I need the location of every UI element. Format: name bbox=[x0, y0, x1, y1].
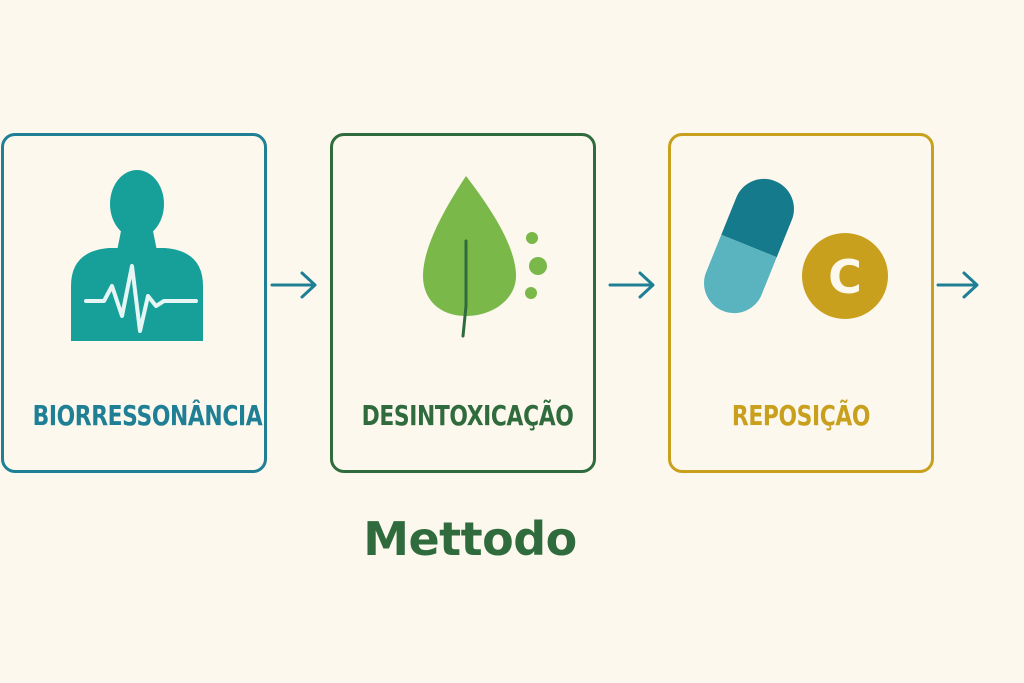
arrow-right-icon bbox=[270, 271, 317, 299]
person-heartbeat-icon bbox=[71, 170, 203, 341]
step-reposicao: C REPOSIÇÃO bbox=[668, 133, 934, 473]
vitamin-c-letter: C bbox=[828, 250, 862, 304]
arrow-right-icon bbox=[608, 271, 655, 299]
capsule-icon bbox=[694, 169, 804, 323]
step-desintoxicacao: DESINTOXICAÇÃO bbox=[330, 133, 596, 473]
step-biorressonancia: BIORRESSONÂNCIA bbox=[1, 133, 267, 473]
arrow-right-icon bbox=[936, 271, 979, 299]
capsule-vitamin-c-icon: C bbox=[694, 169, 888, 323]
method-title: Mettodo bbox=[363, 512, 577, 566]
step-label-desintoxicacao: DESINTOXICAÇÃO bbox=[361, 399, 574, 432]
step-label-reposicao: REPOSIÇÃO bbox=[731, 399, 871, 432]
leaf-icon bbox=[423, 176, 547, 338]
vitamin-c-icon bbox=[802, 233, 888, 319]
step-label-biorressonancia: BIORRESSONÂNCIA bbox=[32, 399, 263, 432]
